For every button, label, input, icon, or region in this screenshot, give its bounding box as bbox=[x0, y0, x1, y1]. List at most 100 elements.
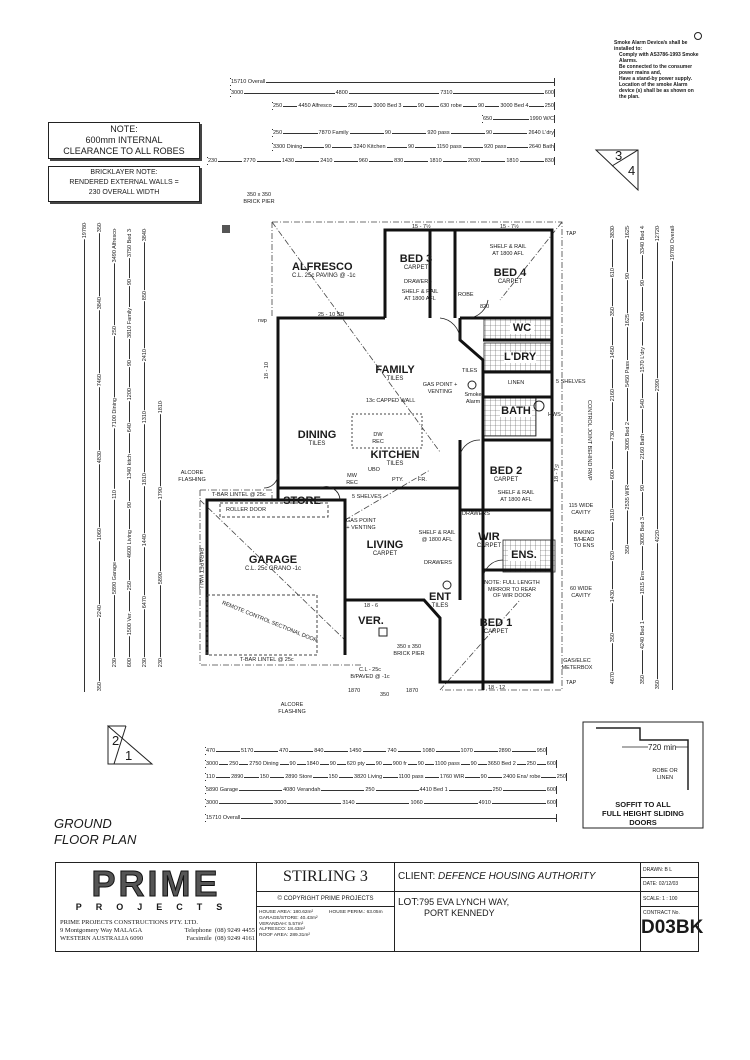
facsimile-label: Facsimile bbox=[186, 935, 212, 942]
dimension-label: 1870 bbox=[348, 688, 361, 694]
smoke-note-item: Comply with AS3786-1993 Smoke Alarms. bbox=[619, 52, 699, 64]
dimension-value: 1150 pass bbox=[435, 144, 463, 150]
dimension-value: 620 pty bbox=[345, 761, 366, 767]
room-name: BED 1 bbox=[479, 617, 513, 629]
telephone: (08) 9249 4455 bbox=[214, 927, 255, 934]
dimension-value: 1810 bbox=[428, 158, 443, 164]
window-label: 18 - 6 bbox=[364, 603, 379, 609]
dimension-value: 960 bbox=[357, 158, 369, 164]
dimension-value: 3240 Kitchen bbox=[352, 144, 387, 150]
lot-address-line: PORT KENNEDY bbox=[424, 908, 495, 918]
dimension-value: 250 bbox=[228, 761, 240, 767]
walls bbox=[205, 228, 554, 690]
design-name: STIRLING 3 bbox=[257, 863, 394, 892]
room-finish: CARPET bbox=[497, 279, 523, 285]
dimension-value: 90 bbox=[383, 130, 392, 136]
dimension-value: 600 bbox=[543, 90, 555, 96]
dimension-value: 2890 Store bbox=[284, 774, 314, 780]
dimension-value: 600 bbox=[545, 787, 557, 793]
dimension-value: 250 bbox=[525, 761, 537, 767]
dimension-value: 1810 bbox=[505, 158, 520, 164]
kitchen-island bbox=[351, 413, 423, 449]
door-width-label: 820 bbox=[480, 304, 490, 310]
dimension-value: 5170 bbox=[240, 748, 255, 754]
dimension-value: 3000 bbox=[230, 90, 245, 96]
gas-point-label: GAS POINT + VENTING bbox=[346, 518, 376, 531]
dimension-value: 90 bbox=[416, 103, 425, 109]
smoke-alarm-note: Smoke Alarm Device/s shall be installed … bbox=[614, 32, 702, 100]
dimension-value: 470 bbox=[205, 748, 217, 754]
alcove-flashing-label: ALCORE FLASHING bbox=[278, 702, 306, 715]
robe-clearance-note: NOTE: 600mm INTERNAL CLEARANCE TO ALL RO… bbox=[48, 122, 200, 159]
right-dim-col: 19780 Overall bbox=[670, 225, 683, 690]
section-marker-3-4 bbox=[594, 149, 639, 192]
area-line: HOUSE AREA: 180.62m² bbox=[259, 910, 314, 915]
contract-number: D03BK bbox=[641, 917, 704, 938]
room-name: LIVING bbox=[366, 539, 404, 551]
dimension-value: 90 bbox=[479, 774, 488, 780]
room-finish: CARPET bbox=[476, 543, 502, 549]
area-line: ALFRESCO: 18.43m² bbox=[259, 927, 306, 933]
room-name: BATH bbox=[501, 405, 531, 417]
window-label: 25 - 10 SD bbox=[318, 312, 345, 318]
robe-min-dim: 720 min bbox=[648, 743, 677, 752]
room-finish: TILES bbox=[431, 603, 449, 609]
window-label: 18 - 12 bbox=[488, 685, 506, 691]
capped-wall-label: 13c CAPPED WALL bbox=[366, 398, 416, 404]
copyright: © COPYRIGHT PRIME PROJECTS bbox=[257, 892, 394, 907]
dimension-label: 350 bbox=[380, 692, 390, 698]
client-name: DEFENCE HOUSING AUTHORITY bbox=[438, 871, 596, 882]
soffit-note: SOFFIT TO ALL FULL HEIGHT SLIDING DOORS bbox=[585, 800, 701, 827]
ubo-label: UBO bbox=[368, 467, 380, 473]
drawing-scale: SCALE: 1 : 100 bbox=[641, 892, 699, 907]
room-name: BED 2 bbox=[489, 465, 523, 477]
window-label: 18 - 10 bbox=[264, 362, 270, 380]
copyright-text: COPYRIGHT PRIME PROJECTS bbox=[283, 896, 374, 902]
dimension-value: 15710 Overall bbox=[205, 815, 242, 821]
room-name: L'DRY bbox=[504, 351, 537, 363]
alcove-flashing-label: ALCORE FLASHING bbox=[178, 470, 206, 483]
dimension-value: 150 bbox=[258, 774, 270, 780]
dimension-value: 630 robe bbox=[439, 103, 463, 109]
shelves-label: 5 SHELVES bbox=[352, 494, 382, 500]
client-row: CLIENT: DEFENCE HOUSING AUTHORITY bbox=[394, 863, 640, 892]
dimension-value: 4450 Alfresco bbox=[297, 103, 333, 109]
area-line: ROOF AREA: 289.31m² bbox=[259, 933, 310, 939]
room-name: FAMILY bbox=[375, 364, 415, 376]
cavity-label: 60 WIDE CAVITY bbox=[569, 586, 592, 599]
mirror-note-label: NOTE: FULL LENGTH MIRROR TO REAR OF WIR … bbox=[484, 580, 540, 599]
room-name: KITCHEN bbox=[370, 449, 420, 461]
contract-label: CONTRACT No. bbox=[643, 910, 680, 916]
room-finish: C.L. 25c GRANO -1c bbox=[245, 566, 302, 572]
robe-label: ROBE bbox=[458, 292, 474, 298]
dimension-value: 4800 bbox=[334, 90, 349, 96]
dimension-value: 150 bbox=[327, 774, 339, 780]
cavity-label: 115 WIDE CAVITY bbox=[568, 503, 594, 516]
section-marker-top: 2 bbox=[112, 733, 120, 748]
hws-icon bbox=[533, 400, 545, 412]
copyright-icon: © bbox=[277, 896, 284, 902]
dimension-value: 2770 bbox=[242, 158, 257, 164]
dimension-value: 1070 bbox=[459, 748, 474, 754]
room-name: BED 3 bbox=[399, 253, 433, 265]
room-name: GARAGE bbox=[248, 554, 298, 566]
dimension-value: 650 bbox=[482, 116, 494, 122]
area-schedule: HOUSE AREA: 180.62m² GARAGE/STORE: 40.43… bbox=[257, 907, 394, 942]
room-name: DINING bbox=[297, 429, 337, 441]
address-line: WESTERN AUSTRALIA 6090 bbox=[60, 935, 144, 942]
dimension-value: 830 bbox=[393, 158, 405, 164]
window-label: 15 - 7½ bbox=[412, 224, 431, 230]
robe-or-linen-label: ROBE OR LINEN bbox=[652, 768, 678, 781]
dimension-value: 90 bbox=[484, 130, 494, 136]
tap-label: TAP bbox=[566, 680, 577, 686]
